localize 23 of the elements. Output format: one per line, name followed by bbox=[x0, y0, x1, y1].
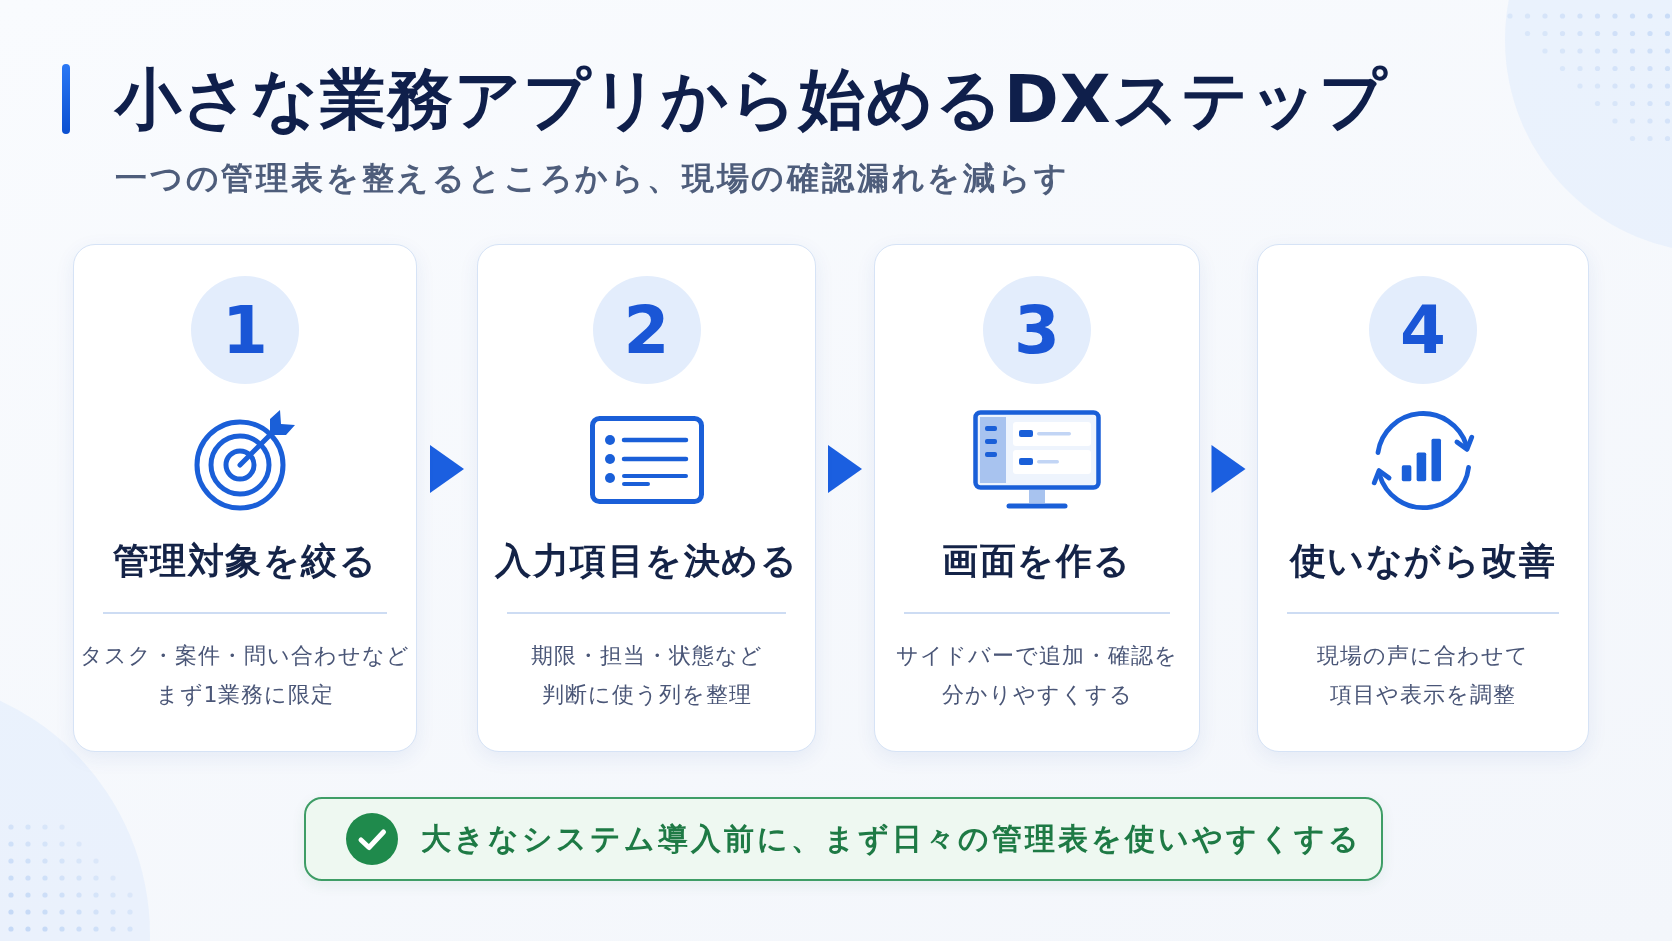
arrow bbox=[430, 445, 464, 493]
step-description: タスク・案件・問い合わせなどまず1業務に限定 bbox=[80, 642, 410, 709]
title: 小さな業務アプリから始めるDXステップ bbox=[115, 60, 1388, 140]
step-description: サイドバーで追加・確認を分かりやすくする bbox=[895, 642, 1179, 709]
summary-banner bbox=[304, 797, 1383, 881]
step-card bbox=[73, 244, 417, 752]
step-number: 3 bbox=[983, 276, 1091, 384]
step-card bbox=[874, 244, 1200, 752]
summary-text: 大きなシステム導入前に、まず日々の管理表を使いやすくする bbox=[421, 820, 1362, 858]
step-number: 4 bbox=[1369, 276, 1477, 384]
step-title: 使いながら改善 bbox=[1289, 539, 1557, 583]
step-title: 画面を作る bbox=[942, 539, 1132, 583]
step-number: 2 bbox=[592, 276, 701, 384]
step-card bbox=[477, 244, 816, 752]
step-title: 入力項目を決める bbox=[495, 539, 798, 583]
step-card bbox=[1257, 244, 1589, 752]
step-title: 管理対象を絞る bbox=[112, 539, 378, 583]
step-number: 1 bbox=[191, 276, 299, 384]
arrow bbox=[828, 445, 862, 493]
subtitle: 一つの管理表を整えるところから、現場の確認漏れを減らす bbox=[115, 158, 1070, 199]
arrow bbox=[1211, 445, 1246, 493]
step-description: 期限・担当・状態など判断に使う列を整理 bbox=[529, 642, 764, 709]
step-description: 現場の声に合わせて項目や表示を調整 bbox=[1316, 642, 1530, 709]
